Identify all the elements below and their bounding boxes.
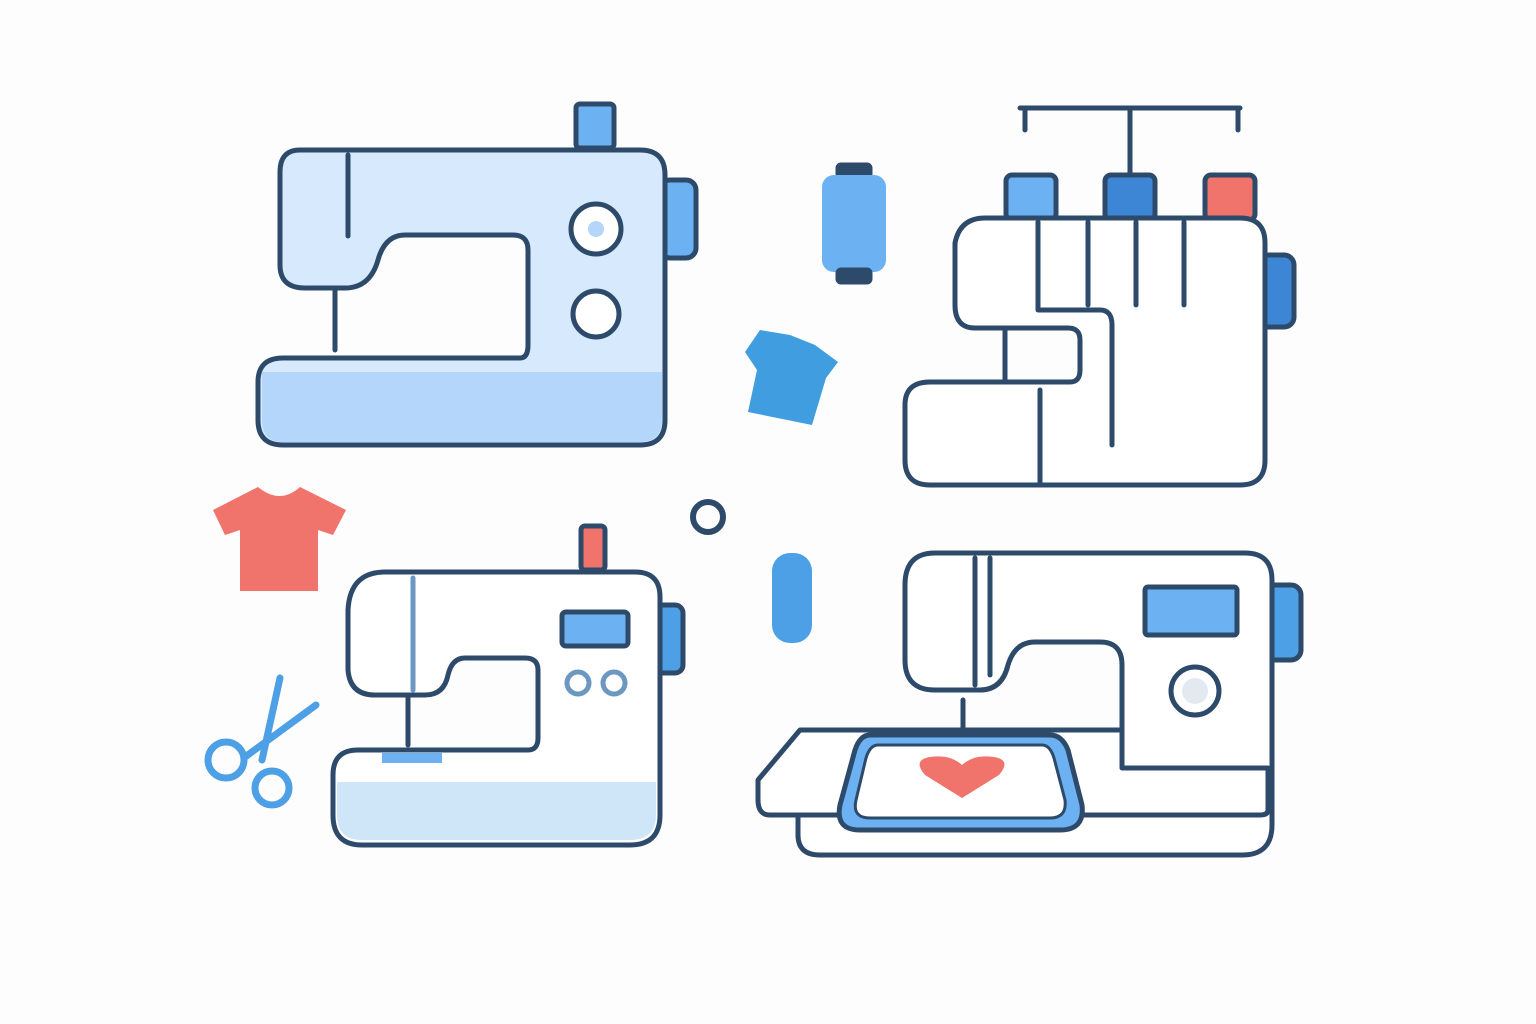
serger-body <box>902 215 1268 488</box>
spool <box>578 523 608 573</box>
sewing-machine-icon <box>255 101 699 448</box>
thread-spool-icon <box>822 162 886 285</box>
dial-bottom <box>570 288 622 340</box>
machine-base <box>337 782 656 840</box>
bobbin-icon <box>772 553 812 643</box>
spool-thread <box>822 175 886 272</box>
handle-2 <box>251 767 293 809</box>
blade-2 <box>241 701 320 761</box>
machine-body <box>255 147 668 448</box>
serger-panels <box>1035 219 1187 485</box>
embroidery-machine-icon <box>755 550 1304 858</box>
spool-cap-bottom <box>835 267 873 285</box>
dial-top-center <box>588 221 604 237</box>
computerized-sewing-machine-icon <box>330 523 686 848</box>
display-screen <box>559 609 631 649</box>
spool <box>573 101 617 151</box>
dial-center <box>1182 678 1208 704</box>
blade-1 <box>258 674 284 764</box>
button-1 <box>564 669 592 697</box>
ring-icon <box>690 499 726 535</box>
handle-1 <box>204 738 248 782</box>
display-screen <box>1142 584 1240 638</box>
heart-icon <box>919 756 1005 798</box>
blue-shirt-icon <box>745 330 838 425</box>
thread-stand <box>1017 105 1243 218</box>
button-2 <box>600 669 628 697</box>
cone-right <box>1202 172 1258 223</box>
scissors-icon <box>204 674 320 809</box>
needle-plate <box>382 753 442 763</box>
cone-middle <box>1102 172 1158 223</box>
machine-base <box>262 372 662 442</box>
cone-left <box>1003 172 1059 223</box>
red-tshirt-icon <box>213 487 346 591</box>
serger-icon <box>902 105 1297 488</box>
